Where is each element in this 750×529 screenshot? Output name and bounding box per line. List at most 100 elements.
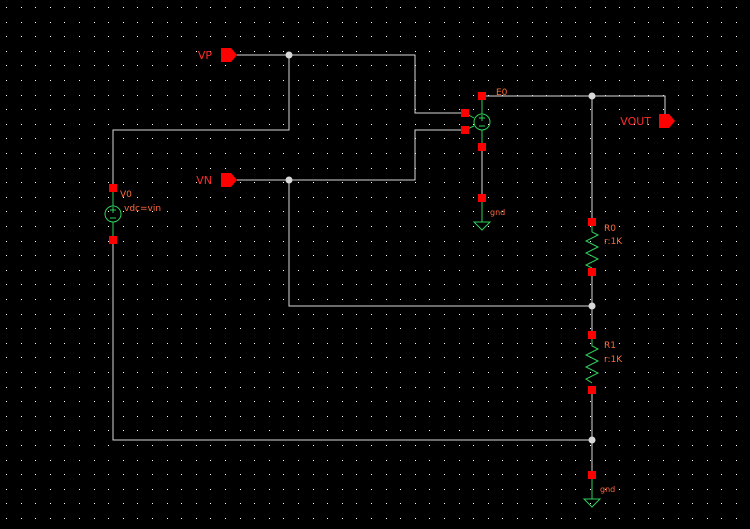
grid-dot [429,255,430,256]
pin-vout-shape[interactable] [659,114,675,128]
grid-dot [590,65,591,66]
terminal-pin[interactable] [461,109,469,117]
vcvs-e0[interactable]: E0 [461,88,508,151]
grid-dot [473,430,474,431]
wire-vn-to-e0[interactable] [236,129,465,181]
grid-dot [123,226,124,227]
grid-dot [210,226,211,227]
grid-dot [6,80,7,81]
grid-dot [517,22,518,23]
pin-vn-shape[interactable] [221,173,237,187]
grid-dot [488,460,489,461]
grid-dot [517,182,518,183]
grid-dot [575,197,576,198]
grid-dot [167,109,168,110]
grid-dot [167,226,168,227]
resistor-r0[interactable]: R0 r:1K [584,218,623,276]
grid-dot [663,328,664,329]
terminal-pin[interactable] [478,92,486,100]
terminal-pin[interactable] [588,386,596,394]
terminal-pin[interactable] [461,126,469,134]
grid-dot [634,109,635,110]
terminal-pin[interactable] [478,143,486,151]
grid-dot [269,299,270,300]
grid-dot [561,299,562,300]
ground-symbol-main[interactable]: gnd [582,471,615,508]
grid-dot [79,299,80,300]
grid-dot [634,328,635,329]
grid-dot [152,284,153,285]
grid-dot [64,80,65,81]
grid-dot [634,372,635,373]
wire-v0-to-gnd[interactable] [112,240,592,441]
grid-dot [619,343,620,344]
grid-dot [678,153,679,154]
resistor-r1[interactable]: R1 r:1K [584,331,623,394]
grid-dot [108,328,109,329]
terminal-pin[interactable] [478,194,486,202]
grid-dot [648,401,649,402]
grid-dot [371,124,372,125]
terminal-pin[interactable] [109,236,117,244]
grid-dot [386,460,387,461]
wire-vn-to-r-node[interactable] [288,180,592,307]
grid-dot [50,343,51,344]
grid-dot [634,138,635,139]
grid-dot [269,503,270,504]
grid-dot [313,328,314,329]
grid-dot [502,211,503,212]
terminal-pin[interactable] [588,331,596,339]
grid-dot [123,401,124,402]
grid-dot [444,168,445,169]
grid-dot [721,328,722,329]
grid-dot [619,197,620,198]
grid-dot [561,343,562,344]
pin-vn[interactable]: VN [196,173,237,187]
grid-dot [561,65,562,66]
grid-dot [517,328,518,329]
grid-dot [210,284,211,285]
resistor-r1-zigzag[interactable] [584,339,600,384]
voltage-source-v0[interactable]: V0 vdc=vin [104,184,161,244]
grid-dot [415,314,416,315]
grid-dot [35,36,36,37]
grid-dot [196,109,197,110]
grid-dot [678,401,679,402]
grid-dot [181,445,182,446]
grid-dot [108,138,109,139]
grid-dot [400,197,401,198]
grid-dot [196,430,197,431]
grid-dot [108,489,109,490]
grid-dot [327,124,328,125]
grid-dot [356,241,357,242]
grid-dot [692,314,693,315]
grid-dot [298,226,299,227]
grid-dot [298,7,299,8]
grid-dot [181,255,182,256]
grid-dot [196,401,197,402]
grid-dot [210,489,211,490]
wire-vp-to-v0[interactable] [112,55,290,188]
grid-dot [561,124,562,125]
resistor-r0-zigzag[interactable] [584,226,600,269]
grid-dot [678,197,679,198]
grid-dot [181,489,182,490]
terminal-pin[interactable] [588,471,596,479]
terminal-pin[interactable] [588,268,596,276]
terminal-pin[interactable] [588,218,596,226]
grid-dot [605,197,606,198]
grid-dot [94,241,95,242]
terminal-pin[interactable] [109,184,117,192]
wire-vp-to-e0[interactable] [236,54,465,114]
grid-dot [532,168,533,169]
wire-e0-out-to-vout[interactable] [482,95,666,114]
pin-vp-shape[interactable] [221,48,237,62]
grid-dot [678,270,679,271]
grid-dot [269,211,270,212]
pin-vp[interactable]: VP [198,48,237,62]
pin-vout[interactable]: VOUT [620,114,675,128]
grid-dot [648,51,649,52]
ground-symbol-e0[interactable]: gnd [472,194,505,231]
grid-dot [152,503,153,504]
